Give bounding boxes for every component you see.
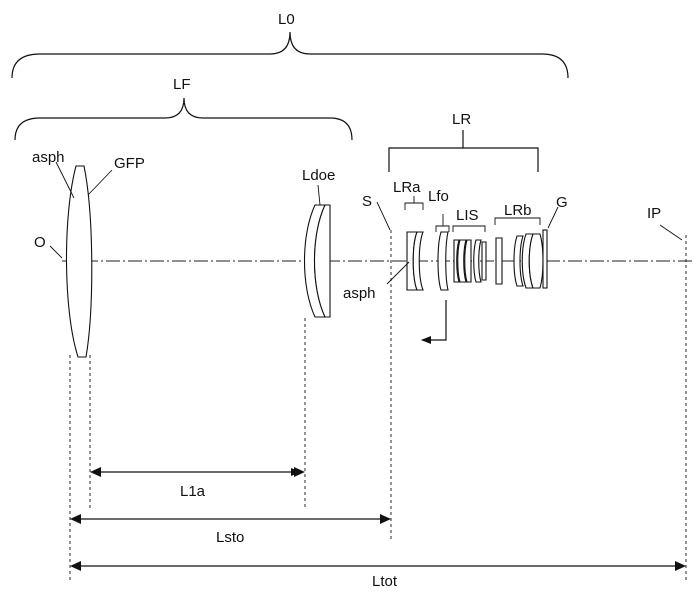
bracket-lfo xyxy=(435,214,450,232)
bracket-l0 xyxy=(11,31,569,79)
rear-lens-group xyxy=(406,229,548,291)
bracket-lra xyxy=(404,196,424,210)
front-lens xyxy=(65,165,93,358)
dimension-arrowheads xyxy=(70,467,686,571)
focus-move-arrow xyxy=(421,300,447,344)
label-l1a: L1a xyxy=(180,483,206,500)
label-lr: LR xyxy=(452,111,471,128)
doe-lens xyxy=(304,204,331,318)
label-object: O xyxy=(34,234,46,251)
label-lra: LRa xyxy=(393,179,421,196)
label-gfp: GFP xyxy=(114,155,145,172)
label-image-plane: IP xyxy=(647,205,661,222)
label-asph-rear: asph xyxy=(343,285,376,302)
label-asph-front: asph xyxy=(32,149,65,166)
label-glass: G xyxy=(556,194,568,211)
label-lsto: Lsto xyxy=(216,529,244,546)
label-stop: S xyxy=(362,193,372,210)
label-l0: L0 xyxy=(278,11,295,28)
label-lf: LF xyxy=(173,76,191,93)
bracket-lf xyxy=(14,97,353,141)
bracket-lrb xyxy=(494,217,541,225)
label-ltot: Ltot xyxy=(372,573,398,590)
label-ldoe: Ldoe xyxy=(302,167,335,184)
label-lis: LIS xyxy=(456,207,479,224)
leader-lines xyxy=(49,161,683,285)
bracket-lr xyxy=(388,130,539,172)
extension-lines xyxy=(69,230,687,580)
bracket-lis xyxy=(452,225,486,232)
label-lfo: Lfo xyxy=(428,188,449,205)
label-lrb: LRb xyxy=(504,202,532,219)
